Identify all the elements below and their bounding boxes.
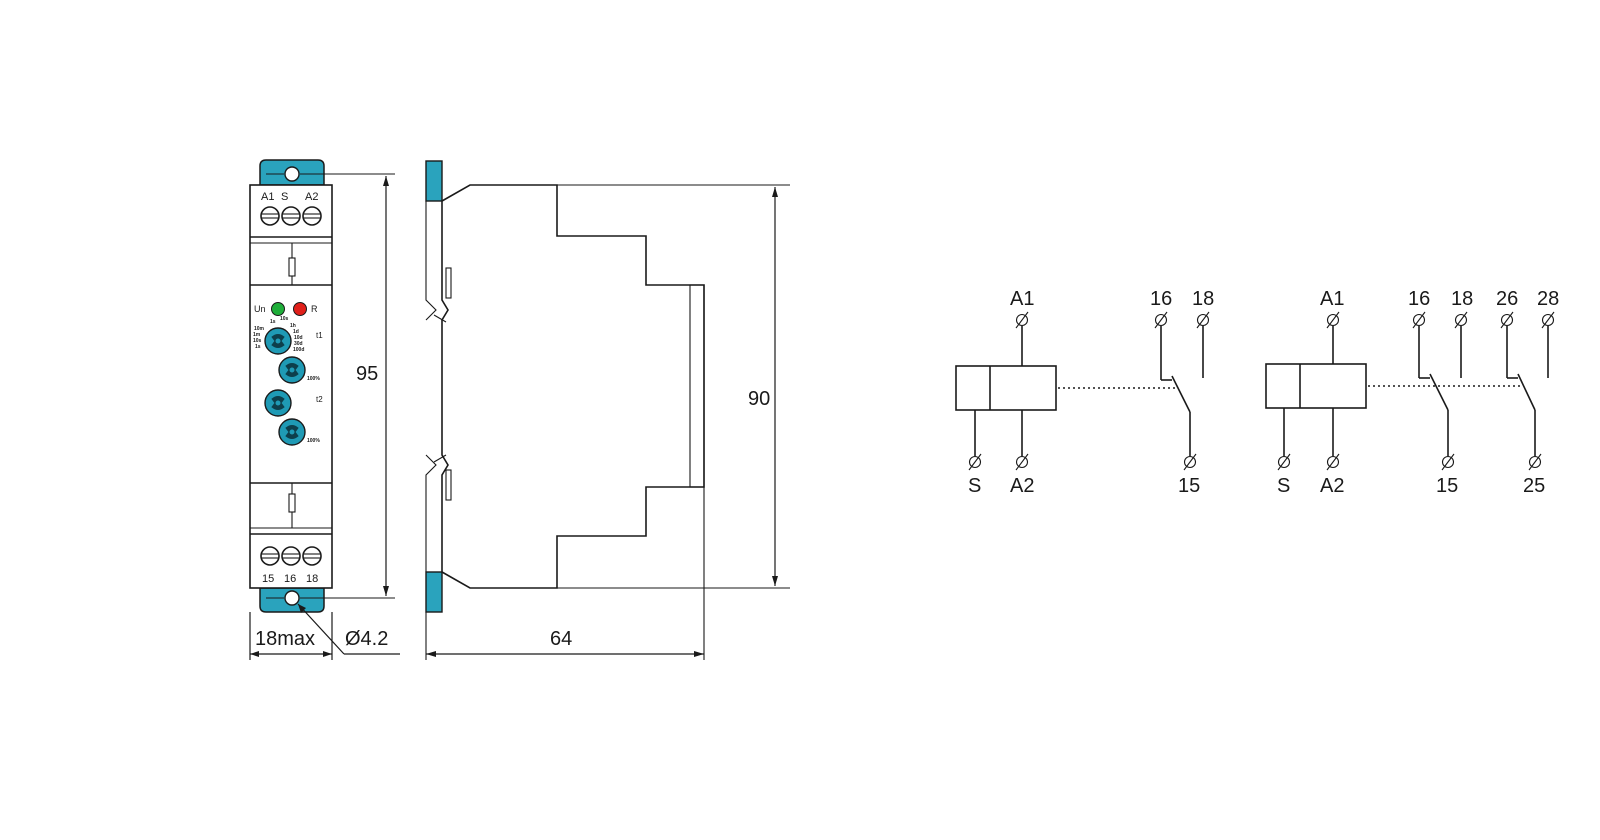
s2-label-26: 26 bbox=[1496, 288, 1518, 310]
t1-label: t1 bbox=[316, 331, 323, 340]
led-r-label: R bbox=[311, 304, 318, 314]
knob-t1-range bbox=[264, 327, 292, 355]
s1-coil bbox=[955, 365, 1057, 411]
front-terminal-16: 16 bbox=[284, 573, 296, 585]
svg-text:1s: 1s bbox=[255, 344, 261, 350]
svg-text:10s: 10s bbox=[253, 338, 262, 344]
led-red bbox=[293, 302, 307, 316]
s2-coil bbox=[1265, 363, 1367, 409]
svg-text:100%: 100% bbox=[307, 438, 320, 444]
front-terminal-a2: A2 bbox=[305, 191, 318, 203]
bottom-mount-hole bbox=[284, 590, 300, 606]
front-view: A1 S A2 15 16 18 Un R bbox=[249, 159, 400, 660]
top-mount-hole bbox=[284, 166, 300, 182]
led-green bbox=[271, 302, 285, 316]
svg-text:30d: 30d bbox=[294, 341, 303, 347]
side-top-clip bbox=[425, 160, 443, 202]
s1-label-15: 15 bbox=[1178, 475, 1200, 497]
svg-text:100%: 100% bbox=[307, 376, 320, 382]
schematic-2: A1 S A2 16 18 15 26 28 25 bbox=[1265, 288, 1559, 497]
top-screws bbox=[260, 206, 322, 226]
s1-label-a2: A2 bbox=[1010, 475, 1034, 497]
side-body-outline bbox=[441, 184, 705, 589]
s2-label-s: S bbox=[1277, 475, 1290, 497]
s2-label-a1: A1 bbox=[1320, 288, 1344, 310]
t2-label: t2 bbox=[316, 395, 323, 404]
svg-text:10d: 10d bbox=[294, 335, 303, 341]
svg-text:10s: 10s bbox=[280, 316, 289, 322]
knob-t2-fine bbox=[278, 418, 306, 446]
s1-label-16: 16 bbox=[1150, 288, 1172, 310]
svg-text:1m: 1m bbox=[253, 332, 261, 338]
led-un-label: Un bbox=[254, 304, 266, 314]
dim-depth: 64 bbox=[550, 628, 572, 650]
s1-label-a1: A1 bbox=[1010, 288, 1034, 310]
front-terminal-s: S bbox=[281, 191, 288, 203]
side-bottom-clip bbox=[425, 571, 443, 613]
schematic-1: A1 S A2 16 18 15 bbox=[955, 288, 1214, 497]
knob-t1-fine bbox=[278, 356, 306, 384]
s2-label-a2: A2 bbox=[1320, 475, 1344, 497]
s2-label-16: 16 bbox=[1408, 288, 1430, 310]
svg-text:1d: 1d bbox=[293, 329, 299, 335]
bottom-screws bbox=[260, 546, 322, 566]
dim-width-front: 18max bbox=[255, 628, 315, 650]
dim-height-front: 95 bbox=[356, 363, 378, 385]
svg-text:10m: 10m bbox=[254, 326, 265, 332]
front-terminal-a1: A1 bbox=[261, 191, 274, 203]
front-body bbox=[249, 184, 333, 589]
front-terminal-18: 18 bbox=[306, 573, 318, 585]
knob-t2-range bbox=[264, 389, 292, 417]
dim-hole: Ø4.2 bbox=[345, 628, 388, 650]
s2-label-28: 28 bbox=[1537, 288, 1559, 310]
knob-scale-labels: 1s 10s 10m 1m 10s 1s 1h 1d 10d 30d 100d … bbox=[253, 316, 320, 444]
svg-text:1s: 1s bbox=[270, 319, 276, 325]
svg-text:1h: 1h bbox=[290, 323, 296, 329]
s2-label-18: 18 bbox=[1451, 288, 1473, 310]
front-terminal-15: 15 bbox=[262, 573, 274, 585]
svg-text:100d: 100d bbox=[293, 347, 304, 353]
s2-label-25: 25 bbox=[1523, 475, 1545, 497]
s2-label-15: 15 bbox=[1436, 475, 1458, 497]
dim-height-side: 90 bbox=[748, 388, 770, 410]
side-view: 90 64 bbox=[425, 160, 790, 660]
s1-label-s: S bbox=[968, 475, 981, 497]
s1-label-18: 18 bbox=[1192, 288, 1214, 310]
